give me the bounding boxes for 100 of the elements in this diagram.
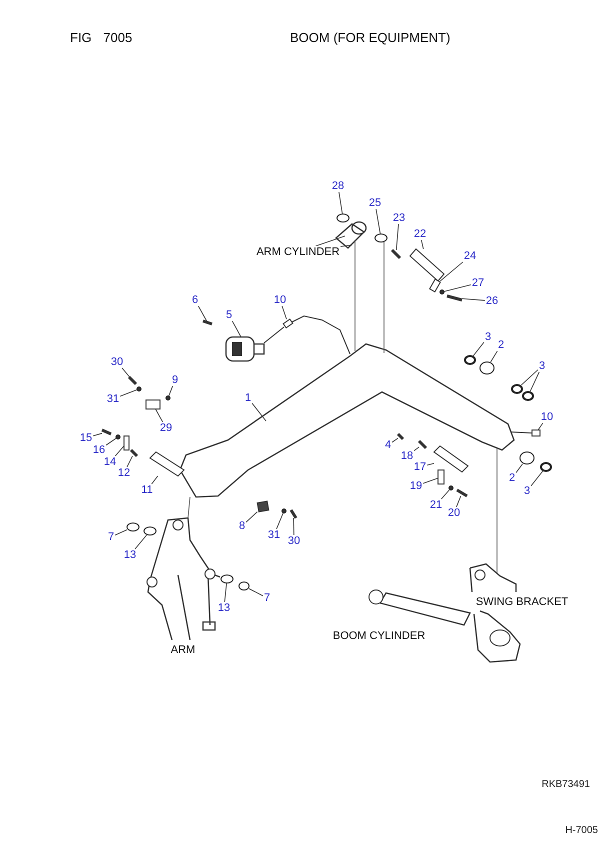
callout-number: 9 xyxy=(170,374,180,386)
leader-line xyxy=(114,529,128,536)
washer-part xyxy=(282,508,286,514)
leader-line xyxy=(252,402,266,422)
callout-number: 23 xyxy=(392,212,406,224)
callout-number: 24 xyxy=(462,250,478,262)
part-name: ARM CYLINDER xyxy=(255,246,341,258)
leader-line xyxy=(293,518,294,536)
leader-line xyxy=(392,438,398,443)
alignment-line xyxy=(354,240,356,352)
leader-line xyxy=(340,244,352,247)
page-number: H-7005 xyxy=(565,825,598,836)
leader-line xyxy=(155,408,164,422)
leader-line xyxy=(232,320,242,338)
pin-part xyxy=(409,248,445,282)
leader-line xyxy=(462,298,486,301)
plate-part xyxy=(438,470,444,484)
leader-line xyxy=(520,369,538,386)
callout-number: 26 xyxy=(484,294,500,308)
callout-number: 2 xyxy=(496,338,506,352)
leader-line xyxy=(530,470,544,486)
callout-number: 7 xyxy=(106,530,116,544)
callout-number: 31 xyxy=(266,528,282,542)
callout-number: 17 xyxy=(412,460,428,474)
callout-number: 10 xyxy=(272,294,288,306)
grease-fitting-part xyxy=(396,432,404,440)
leader-line xyxy=(248,588,264,596)
lock-plate-part xyxy=(428,278,442,292)
leader-line xyxy=(490,350,498,362)
leader-line xyxy=(516,464,523,473)
cable-connector-part xyxy=(282,318,294,329)
work-lamp-part xyxy=(225,336,265,362)
washer-part xyxy=(336,214,350,222)
washer-part xyxy=(126,522,140,532)
washer-part xyxy=(448,486,454,490)
leader-line xyxy=(122,368,130,378)
leader-line xyxy=(198,306,208,322)
leader-line xyxy=(134,534,148,550)
washer-part xyxy=(220,574,234,584)
page-title: BOOM (FOR EQUIPMENT) xyxy=(290,30,450,45)
callout-number: 11 xyxy=(140,484,154,496)
part-name: SWING BRACKET xyxy=(474,596,570,608)
callout-number: 15 xyxy=(78,432,94,444)
callout-number: 16 xyxy=(92,444,106,456)
leader-line xyxy=(282,306,287,320)
leader-line xyxy=(92,432,102,436)
leader-line xyxy=(396,224,399,250)
washer-part xyxy=(374,234,388,242)
bushing-part xyxy=(480,362,494,374)
callout-number: 6 xyxy=(190,294,200,306)
leader-line xyxy=(440,262,464,282)
washer-part xyxy=(238,582,250,590)
callout-number: 14 xyxy=(102,456,118,468)
callout-number: 2 xyxy=(508,472,516,484)
leader-line xyxy=(440,490,450,500)
bolt-part xyxy=(290,509,298,519)
callout-number: 3 xyxy=(484,330,492,344)
leader-line xyxy=(276,512,284,530)
callout-number: 22 xyxy=(412,228,428,240)
drawing-code: RKB73491 xyxy=(542,779,590,790)
callout-number: 18 xyxy=(400,450,414,462)
washer-part xyxy=(166,396,170,400)
grease-fitting-part xyxy=(418,440,428,450)
callout-number: 1 xyxy=(244,392,252,404)
o-ring-part xyxy=(540,462,552,472)
leader-line xyxy=(376,208,381,234)
callout-number: 12 xyxy=(116,466,132,480)
callout-number: 28 xyxy=(330,180,346,192)
bolt-part xyxy=(202,320,212,326)
leader-line xyxy=(538,422,544,430)
leader-line xyxy=(456,496,462,508)
callout-number: 7 xyxy=(262,592,272,604)
pin-part xyxy=(149,451,185,477)
leader-line xyxy=(338,192,343,214)
washer-part xyxy=(136,386,142,392)
cable xyxy=(510,432,532,434)
callout-number: 31 xyxy=(106,392,120,406)
callout-number: 13 xyxy=(216,602,232,614)
callout-number: 19 xyxy=(408,480,424,492)
callout-number: 25 xyxy=(368,196,382,210)
part-name: BOOM CYLINDER xyxy=(332,630,426,642)
leader-line xyxy=(120,389,138,397)
callout-number: 27 xyxy=(470,276,486,290)
leader-line xyxy=(168,386,174,396)
o-ring-part xyxy=(511,384,523,394)
grease-fitting-part xyxy=(390,248,402,260)
leader-line xyxy=(426,462,434,466)
leader-line xyxy=(444,284,472,292)
callout-number: 13 xyxy=(122,548,138,562)
callout-number: 20 xyxy=(446,506,462,520)
callout-number: 3 xyxy=(538,360,546,372)
leader-line xyxy=(224,582,227,602)
leader-line xyxy=(114,445,124,456)
leader-line xyxy=(106,438,116,446)
callout-number: 3 xyxy=(522,484,532,498)
callout-number: 4 xyxy=(384,438,392,452)
bushing-part xyxy=(520,452,534,464)
alignment-line xyxy=(188,496,190,518)
clamp-part xyxy=(256,500,270,512)
callout-number: 8 xyxy=(238,520,246,532)
